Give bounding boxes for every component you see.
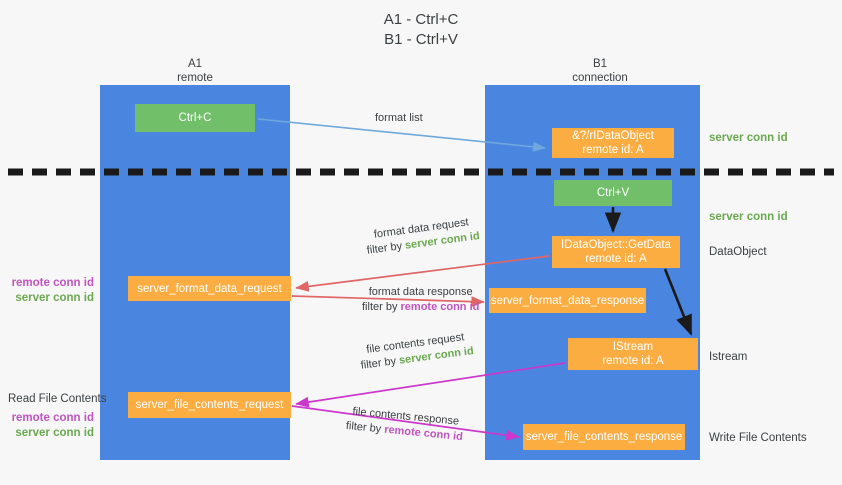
lane-header-b1-name: B1 [592,58,608,70]
box-server-file-contents-request-label: server_file_contents_request [135,399,284,411]
label-read-file-contents: Read File Contents [8,393,107,405]
box-server-file-contents-request[interactable]: server_file_contents_request [128,392,291,418]
box-ctrl-v-label: Ctrl+V [596,187,630,199]
caption-file-contents-request: file contents request filter by server c… [358,329,475,374]
box-server-file-contents-response-label: server_file_contents_response [525,431,683,443]
box-server-format-data-request-label: server_format_data_request [137,282,282,295]
title-line-2: B1 - Ctrl+V [384,31,458,48]
label-istream: Istream [709,351,748,363]
caption-filter-prefix: filter by [360,354,400,372]
box-idataobject[interactable]: &?/rIDataObject remote id: A [552,128,674,158]
box-istream-line1: IStream [612,341,654,353]
box-server-format-data-response[interactable]: server_format_data_response [489,288,646,313]
caption-format-list: format list [375,112,423,124]
box-istream[interactable]: IStream remote id: A [568,338,698,370]
box-getdata-line2: remote id: A [585,253,647,265]
caption-filter-prefix: filter by [345,419,385,436]
label-server-conn-id-mid: server conn id [709,211,788,223]
box-ctrl-c-label: Ctrl+C [178,112,212,124]
caption-file-contents-response: file contents response filter by remote … [345,404,465,445]
label-dataobject: DataObject [709,246,767,258]
caption-filter-prefix: filter by [362,301,401,313]
lane-header-a1-name: A1 [187,58,203,70]
lane-header-b1: B1 connection [535,57,665,85]
box-ctrl-v[interactable]: Ctrl+V [554,180,672,206]
box-server-format-data-response-label: server_format_data_response [490,294,645,307]
caption-filter-value: remote conn id [400,301,480,313]
caption-format-data-response-line1: format data response [368,286,473,298]
lane-header-b1-sub: connection [572,72,628,84]
caption-format-data-request: format data request filter by server con… [364,214,481,259]
label-conn-ids-lower: remote conn id server conn id [8,411,94,441]
label-server-conn-id-upper: server conn id [15,292,94,304]
caption-format-data-response: format data response filter by remote co… [362,285,479,315]
label-remote-conn-id-lower: remote conn id [11,412,94,424]
label-server-conn-id-top: server conn id [709,132,788,144]
box-getdata-line1: IDataObject::GetData [561,239,671,251]
box-idataobject-line2: remote id: A [582,144,644,156]
label-write-file-contents: Write File Contents [709,432,807,444]
title-line-1: A1 - Ctrl+C [383,11,459,28]
page-title: A1 - Ctrl+C B1 - Ctrl+V [0,10,842,50]
box-idataobject-line1: &?/rIDataObject [572,130,654,142]
box-idataobject-getdata[interactable]: IDataObject::GetData remote id: A [552,236,680,268]
label-server-conn-id-lower: server conn id [15,427,94,439]
lane-header-a1-sub: remote [177,72,213,84]
box-istream-line2: remote id: A [602,355,664,367]
label-conn-ids-upper: remote conn id server conn id [8,276,94,306]
box-server-format-data-request[interactable]: server_format_data_request [128,276,291,301]
label-remote-conn-id-upper: remote conn id [11,277,94,289]
box-ctrl-c[interactable]: Ctrl+C [135,104,255,132]
box-server-file-contents-response[interactable]: server_file_contents_response [523,424,685,450]
lane-header-a1: A1 remote [130,57,260,85]
caption-filter-prefix: filter by [366,239,406,257]
caption-format-data-response-filter: filter by remote conn id [362,300,479,315]
